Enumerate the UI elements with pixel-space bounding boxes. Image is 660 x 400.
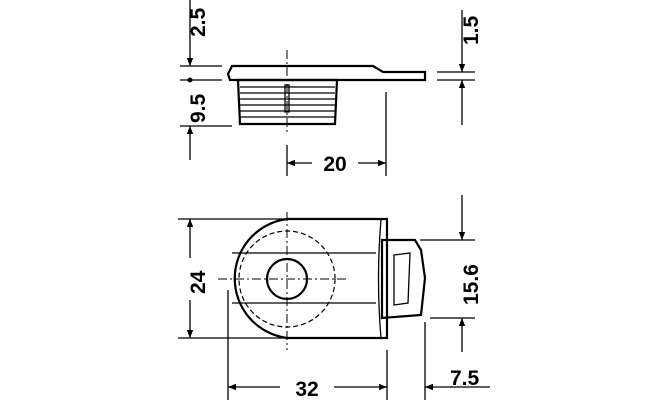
- tab: [380, 238, 427, 320]
- tab-slot: [393, 252, 411, 306]
- body-edge-curve: [377, 218, 382, 339]
- dim-label-1-5: 1.5: [460, 15, 483, 45]
- top-view: 24 32 15.6 7.5: [178, 195, 490, 400]
- body-outline: [233, 217, 389, 340]
- dim-label-24: 24: [187, 270, 210, 294]
- flange-with-tab: [226, 64, 427, 82]
- dim-label-20: 20: [323, 153, 346, 176]
- dim-label-15-6: 15.6: [460, 264, 483, 305]
- threaded-body: [236, 78, 339, 126]
- dim-label-9-5: 9.5: [187, 93, 210, 123]
- dim-label-32: 32: [295, 378, 318, 400]
- dim-label-2-5: 2.5: [187, 7, 210, 37]
- side-view: 2.5 9.5 20 1.5: [180, 0, 483, 176]
- dim-dot: [187, 77, 193, 83]
- dim-label-7-5: 7.5: [450, 367, 480, 390]
